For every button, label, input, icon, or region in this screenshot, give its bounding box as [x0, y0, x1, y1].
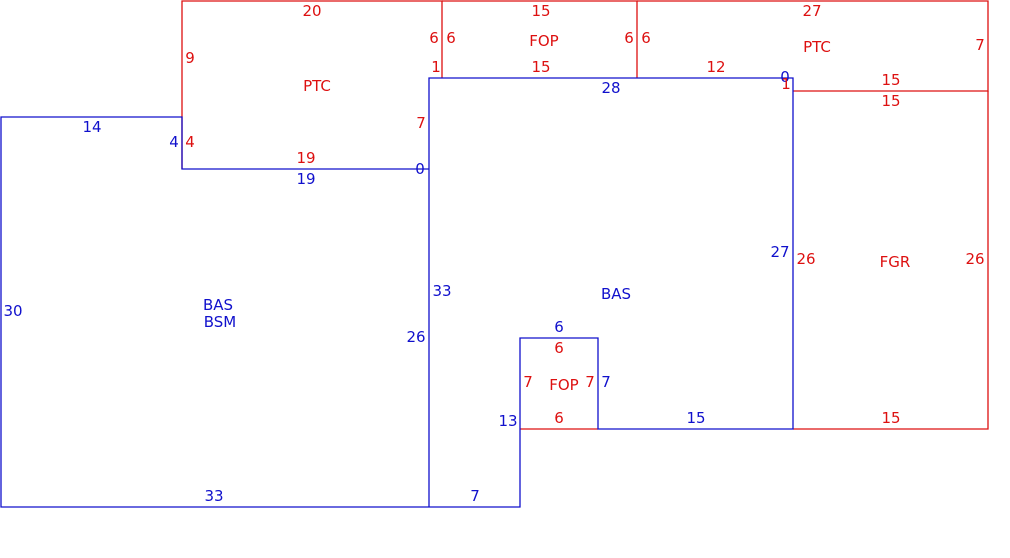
dim-label: 0 — [415, 160, 425, 178]
dim-label: 20 — [302, 2, 321, 20]
dim-label: 28 — [601, 79, 620, 97]
area-label-bas-left-2: BSM — [204, 313, 237, 331]
dim-label: 27 — [770, 243, 789, 261]
dim-label: 15 — [881, 409, 900, 427]
dim-label: 15 — [531, 58, 550, 76]
dim-label: 15 — [686, 409, 705, 427]
fgr-outline — [793, 91, 989, 430]
dim-label: 0 — [780, 68, 790, 86]
dim-label: 26 — [406, 328, 425, 346]
dim-label: 7 — [585, 373, 595, 391]
dim-label: 6 — [554, 409, 564, 427]
dim-label: 33 — [432, 282, 451, 300]
dim-label: 15 — [881, 71, 900, 89]
dim-label: 26 — [965, 250, 984, 268]
dim-label: 1 — [431, 58, 441, 76]
dim-label: 14 — [82, 118, 101, 136]
area-labels: BAS BSM BAS PTC FOP PTC FGR FOP — [203, 32, 910, 394]
dim-label: 6 — [624, 29, 634, 47]
area-label-ptc-right: PTC — [803, 38, 831, 56]
area-label-fgr: FGR — [880, 253, 911, 271]
bas-right-outline — [428, 77, 794, 508]
dim-label: 27 — [802, 2, 821, 20]
dim-label: 7 — [601, 373, 611, 391]
dim-label: 7 — [470, 487, 480, 505]
ptc-right-outline — [637, 0, 989, 92]
blue-structures — [0, 77, 794, 508]
dim-label: 6 — [429, 29, 439, 47]
dim-label: 30 — [3, 302, 22, 320]
dim-label: 7 — [975, 36, 985, 54]
dim-label: 19 — [296, 149, 315, 167]
dim-label: 7 — [416, 114, 426, 132]
area-label-fop-small: FOP — [549, 376, 578, 394]
dim-label: 12 — [706, 58, 725, 76]
dim-label: 33 — [204, 487, 223, 505]
area-label-fop-top: FOP — [529, 32, 558, 50]
dim-label: 1 — [781, 75, 791, 93]
dim-label: 6 — [554, 339, 564, 357]
dim-label: 13 — [498, 412, 517, 430]
dim-label: 15 — [531, 2, 550, 20]
red-dimension-labels: 20 9 4 19 7 6 1 15 6 6 15 27 6 7 12 1 15… — [185, 2, 985, 427]
dim-label: 6 — [641, 29, 651, 47]
dim-label: 26 — [796, 250, 815, 268]
blue-dimension-labels: 30 14 4 19 0 33 26 33 28 0 27 15 6 7 13 … — [3, 68, 789, 505]
dim-label: 7 — [523, 373, 533, 391]
red-structures — [181, 0, 989, 430]
dim-label: 15 — [881, 92, 900, 110]
dim-label: 19 — [296, 170, 315, 188]
area-label-bas-left-1: BAS — [203, 296, 233, 314]
area-label-ptc-left: PTC — [303, 77, 331, 95]
dim-label: 4 — [185, 133, 195, 151]
dim-label: 6 — [446, 29, 456, 47]
ptc-left-outline — [181, 0, 443, 117]
dim-label: 9 — [185, 49, 195, 67]
area-label-bas-right: BAS — [601, 285, 631, 303]
dim-label: 4 — [169, 133, 179, 151]
dim-label: 6 — [554, 318, 564, 336]
bas-left-outline — [0, 116, 429, 508]
